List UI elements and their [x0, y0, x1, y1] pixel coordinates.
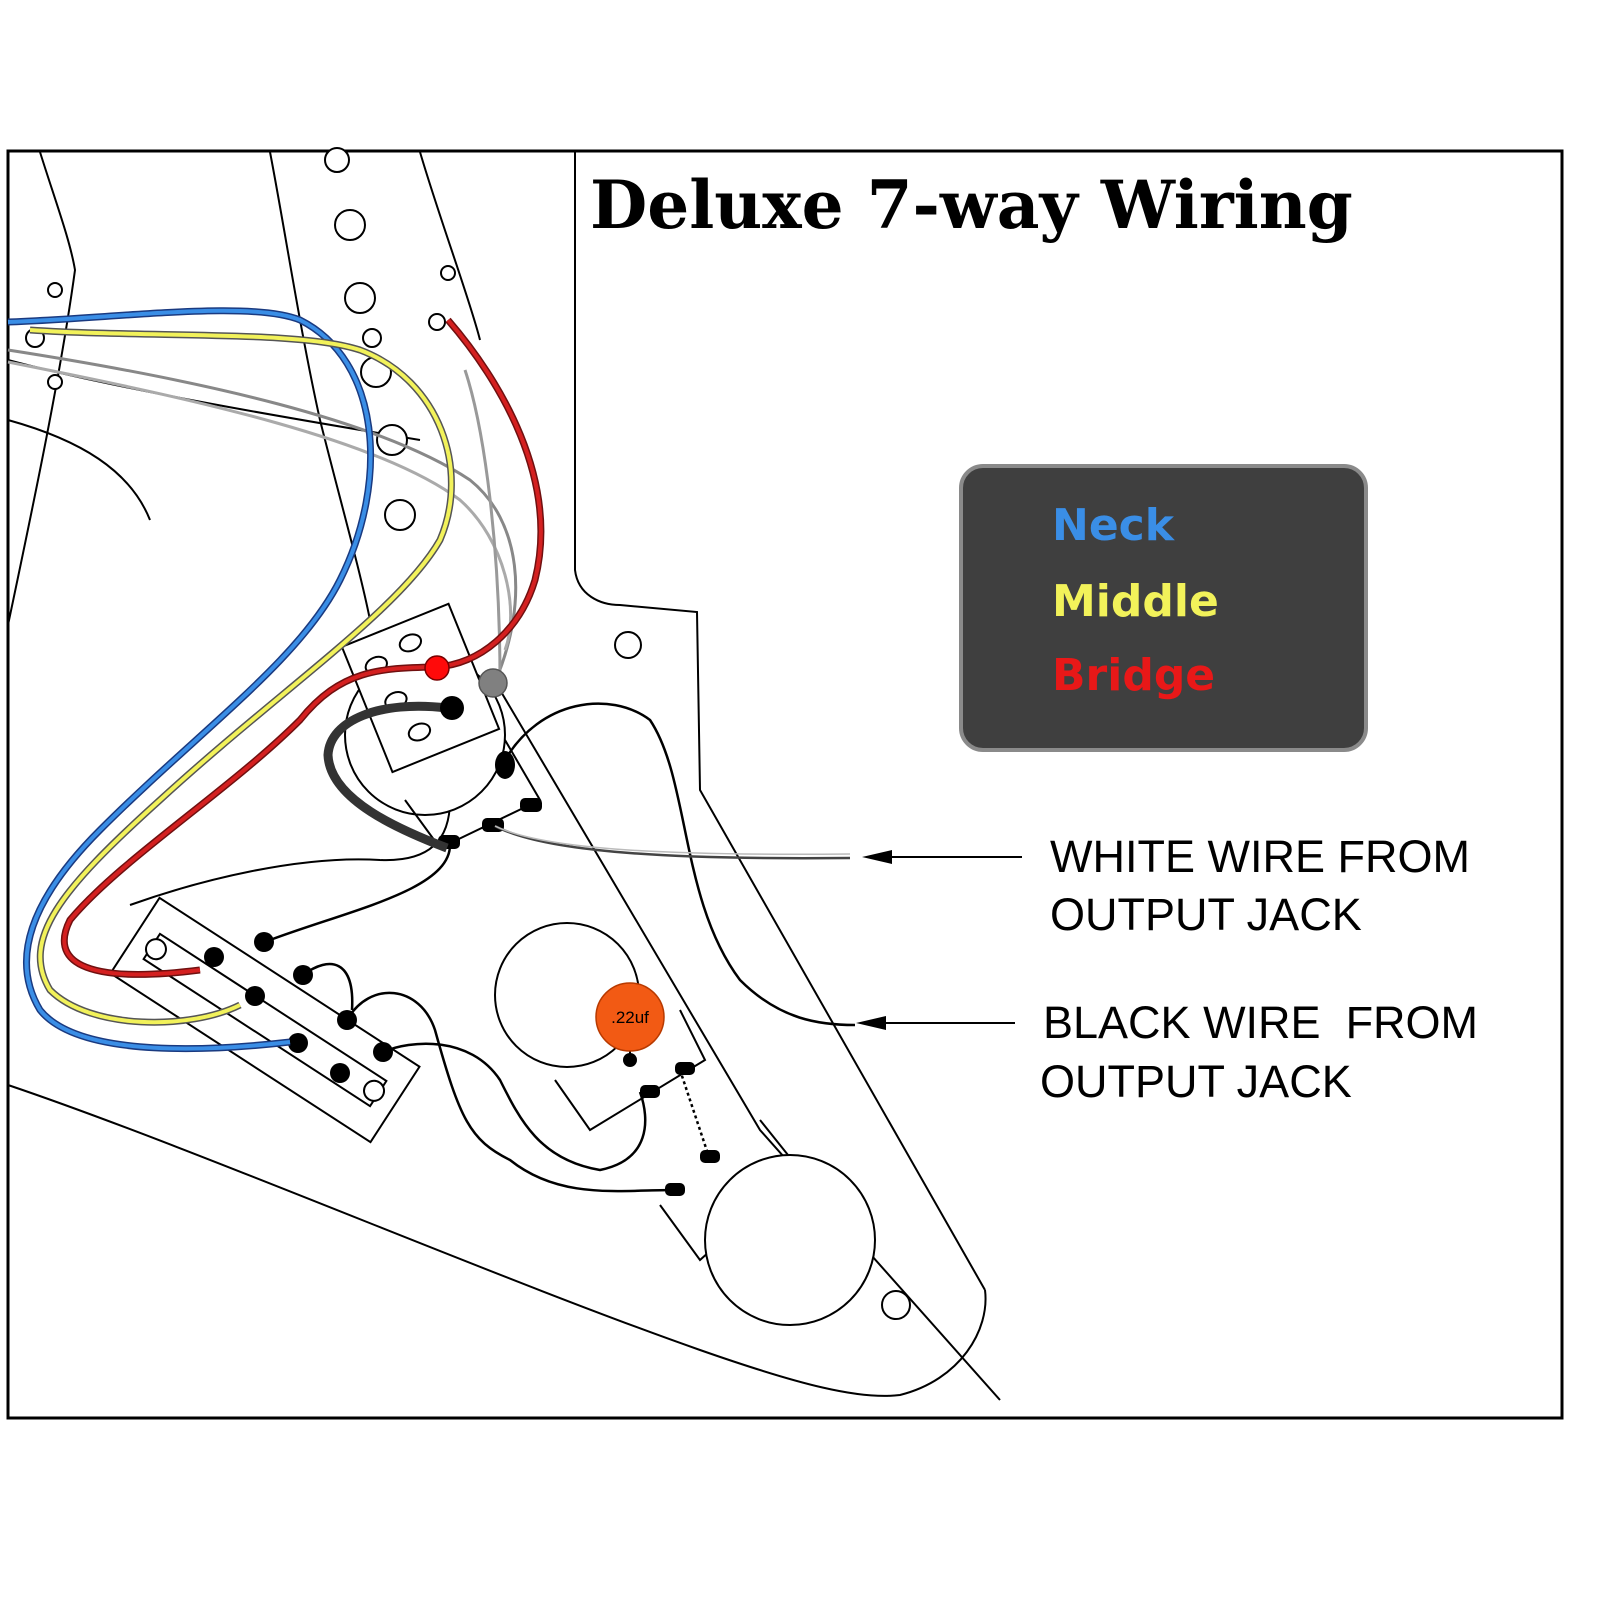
arrow-left-icon: [856, 1016, 886, 1030]
white-wire-label-1: WHITE WIRE FROM: [1050, 831, 1470, 882]
legend: Neck Middle Bridge: [959, 464, 1368, 752]
bridge-wire: [60, 317, 545, 978]
white-wire-label-2: OUTPUT JACK: [1050, 889, 1362, 940]
black-wire-label-1: BLACK WIRE FROM: [1043, 997, 1478, 1048]
capacitor: .22uf: [595, 982, 665, 1052]
capacitor-label: .22uf: [611, 1008, 649, 1027]
black-wires: [269, 701, 856, 1193]
arrow-left-icon: [862, 850, 892, 864]
solder-point-red: [424, 655, 450, 681]
gray-wires: [7, 348, 518, 683]
legend-bridge: Bridge: [1052, 650, 1215, 701]
black-wire-annotation: BLACK WIRE FROM OUTPUT JACK: [856, 997, 1478, 1107]
neck-wire: [7, 307, 375, 1053]
middle-wire: [29, 326, 455, 1026]
solder-point-gray: [478, 668, 508, 698]
black-wire-label-2: OUTPUT JACK: [1040, 1056, 1352, 1107]
legend-middle: Middle: [1052, 576, 1219, 627]
solder-point-black: [440, 696, 464, 720]
diagram-title: Deluxe 7-way Wiring: [590, 166, 1353, 244]
white-wire-annotation: WHITE WIRE FROM OUTPUT JACK: [862, 831, 1470, 940]
legend-neck: Neck: [1052, 500, 1176, 551]
